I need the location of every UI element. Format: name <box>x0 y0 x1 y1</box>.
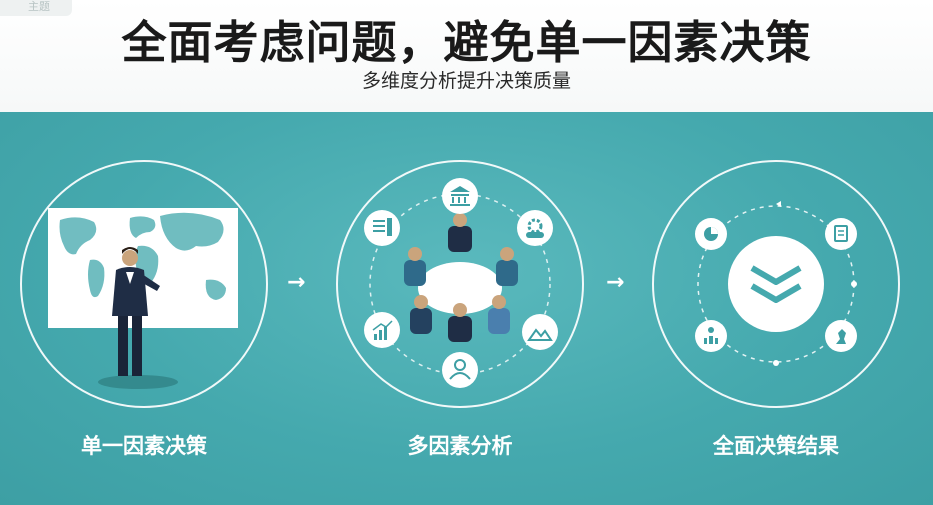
diagram-panel: 单一因素决策 → <box>0 112 933 505</box>
page-title: 全面考虑问题，避免单一因素决策 <box>121 16 812 69</box>
bank-icon <box>442 178 478 214</box>
result-illustration <box>695 201 857 366</box>
corner-tag: 主题 <box>0 0 72 16</box>
stage-single-factor <box>20 160 268 408</box>
single-factor-illustration <box>48 208 238 389</box>
stage-label-multi: 多因素分析 <box>407 434 513 458</box>
list-chart-icon <box>364 210 400 246</box>
pie-chart-icon <box>695 218 727 250</box>
stage-result <box>652 160 900 408</box>
world-map <box>59 212 226 300</box>
stage-label-result: 全面决策结果 <box>713 434 839 458</box>
page-subtitle: 多维度分析提升决策质量 <box>361 70 571 92</box>
people-location-icon <box>695 320 727 352</box>
bar-chart-icon <box>364 312 400 348</box>
arrow-right-icon: → <box>606 270 625 295</box>
clipboard-icon <box>825 218 857 250</box>
arrow-right-icon: → <box>287 270 306 295</box>
businessman <box>112 247 160 376</box>
chess-icon <box>825 320 857 352</box>
header: 主题 全面考虑问题，避免单一因素决策 多维度分析提升决策质量 <box>0 0 933 112</box>
gear-cloud-icon <box>517 210 553 246</box>
user-icon <box>442 352 478 388</box>
stage-label-single: 单一因素决策 <box>81 434 207 458</box>
landscape-icon <box>522 314 558 350</box>
multi-factor-illustration <box>364 178 558 388</box>
stage-multi-factor <box>336 160 584 408</box>
double-chevron-down-icon <box>728 236 824 332</box>
